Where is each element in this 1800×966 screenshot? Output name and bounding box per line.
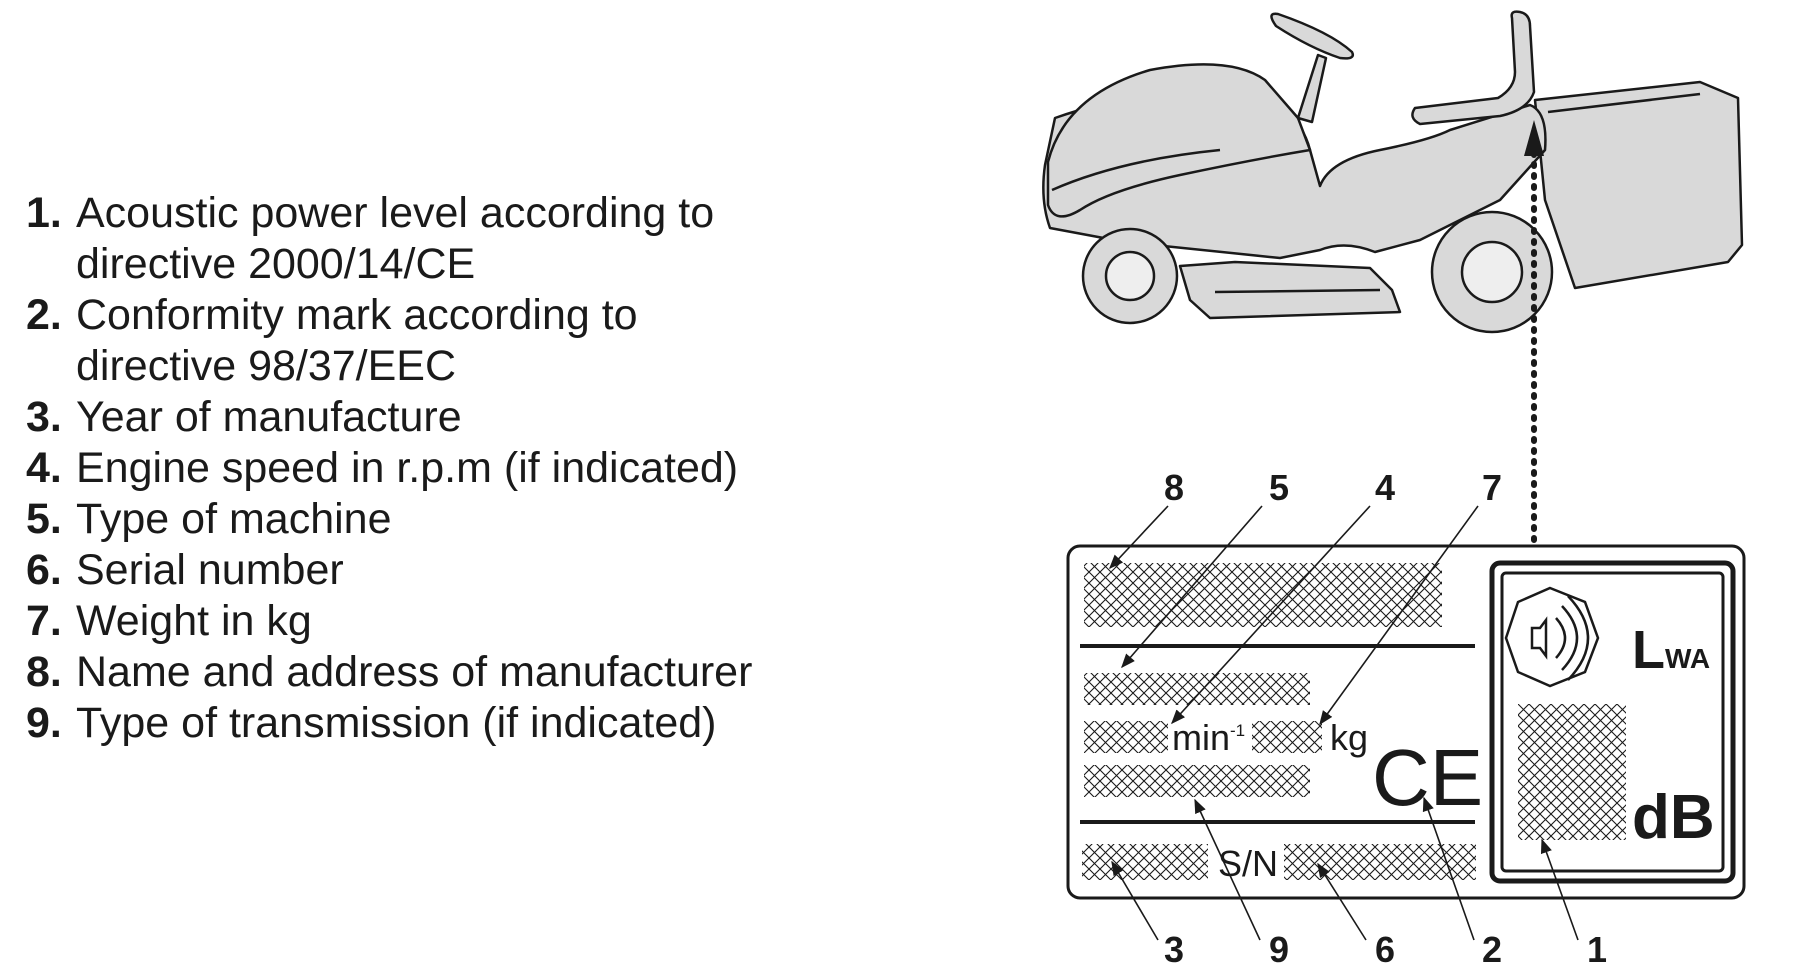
machine-type-field: [1084, 673, 1310, 705]
legend-text: Acoustic power level according to direct…: [76, 189, 715, 288]
callout-1: 1: [1587, 929, 1607, 966]
legend-text: Name and address of manufacturer: [76, 648, 753, 696]
year-field: [1082, 844, 1208, 880]
legend-item: 5. Type of machine: [26, 494, 752, 545]
legend-text: Weight in kg: [76, 597, 312, 645]
serial-number-field: [1284, 844, 1476, 880]
callout-3: 3: [1164, 929, 1184, 966]
legend-text: Type of machine: [76, 495, 392, 543]
legend-number: 2.: [26, 291, 62, 339]
legend-list: 1. Acoustic power level according to dire…: [26, 188, 752, 749]
legend-text: Serial number: [76, 546, 344, 594]
legend-item: 4. Engine speed in r.p.m (if indicated): [26, 443, 752, 494]
location-pointer-arrowhead-icon: [1524, 120, 1544, 156]
legend-text: Type of transmission (if indicated): [76, 699, 717, 747]
callout-8: 8: [1164, 467, 1184, 508]
legend-item: 3. Year of manufacture: [26, 392, 752, 443]
manufacturer-field: [1084, 563, 1442, 627]
legend-text: Conformity mark according to directive 9…: [76, 291, 638, 390]
legend-item: 7. Weight in kg: [26, 596, 752, 647]
callout-4: 4: [1375, 467, 1395, 508]
transmission-field: [1084, 765, 1310, 797]
legend-item: 1. Acoustic power level according to dire…: [26, 188, 752, 290]
callout-5: 5: [1269, 467, 1289, 508]
callout-7: 7: [1482, 467, 1502, 508]
leader-lines-bottom: [1111, 796, 1579, 941]
legend-number: 8.: [26, 648, 62, 696]
legend-number: 5.: [26, 495, 62, 543]
lwa-label: LWA: [1632, 620, 1710, 680]
weight-field: [1252, 721, 1322, 753]
kg-unit-label: kg: [1330, 717, 1368, 758]
legend-item: 9. Type of transmission (if indicated): [26, 698, 752, 749]
legend-number: 1.: [26, 189, 62, 237]
leader-lines-top: [1109, 505, 1479, 726]
acoustic-level-field: [1518, 704, 1626, 840]
legend-item: 6. Serial number: [26, 545, 752, 596]
legend-number: 4.: [26, 444, 62, 492]
legend-number: 7.: [26, 597, 62, 645]
legend-number: 3.: [26, 393, 62, 441]
legend-number: 9.: [26, 699, 62, 747]
db-unit-label: dB: [1632, 783, 1715, 852]
callout-9: 9: [1269, 929, 1289, 966]
callout-6: 6: [1375, 929, 1395, 966]
legend-text: Engine speed in r.p.m (if indicated): [76, 444, 739, 492]
serial-number-label: S/N: [1218, 843, 1278, 884]
speaker-icon: [1504, 586, 1600, 688]
legend-item: 8. Name and address of manufacturer: [26, 647, 752, 698]
legend-item: 2. Conformity mark according to directive…: [26, 290, 752, 392]
lawn-tractor-illustration: [1042, 10, 1744, 334]
legend-text: Year of manufacture: [76, 393, 462, 441]
callout-2: 2: [1482, 929, 1502, 966]
legend-number: 6.: [26, 546, 62, 594]
rating-plate: min-1 kg S/N CE LWA dB: [1066, 544, 1746, 900]
engine-speed-field: [1084, 721, 1168, 753]
